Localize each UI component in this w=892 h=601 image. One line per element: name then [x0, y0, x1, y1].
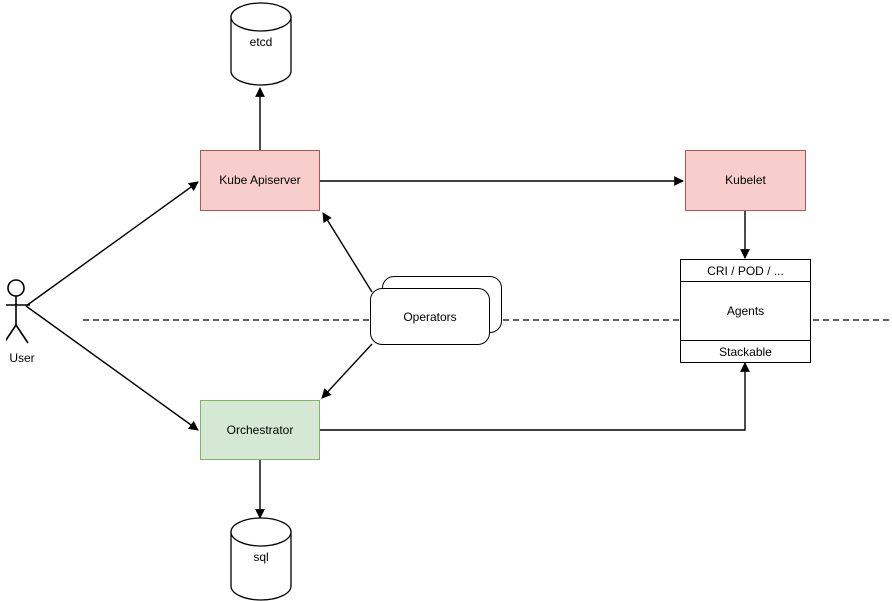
node-sql: sql — [230, 517, 292, 601]
agents-main-row: Agents — [681, 282, 810, 340]
node-kube-apiserver[interactable]: Kube Apiserver — [200, 150, 320, 211]
node-etcd-label: etcd — [249, 35, 273, 49]
edge-user-to-orchestrator — [25, 305, 199, 431]
node-sql-label: sql — [253, 550, 269, 564]
cylinder-shape — [230, 2, 292, 86]
edge-operators-to-apiserver — [322, 212, 373, 293]
node-kubelet-label: Kubelet — [725, 173, 766, 187]
agents-stackable-row: Stackable — [681, 340, 810, 362]
node-operators[interactable]: Operators — [370, 276, 504, 347]
edge-orchestrator-to-agents — [320, 362, 750, 431]
agents-main-label: Agents — [726, 304, 765, 318]
node-kubelet[interactable]: Kubelet — [685, 150, 806, 211]
actor-user: User — [2, 279, 46, 365]
agents-cri-pod-row: CRI / POD / ... — [681, 260, 810, 282]
edge-user-to-apiserver — [25, 181, 199, 307]
node-operators-label: Operators — [403, 309, 457, 324]
node-orchestrator[interactable]: Orchestrator — [200, 400, 320, 460]
node-etcd: etcd — [230, 2, 292, 86]
cylinder-shape — [230, 517, 292, 601]
edge-operators-to-orchestrator — [321, 343, 373, 399]
operators-front-card[interactable]: Operators — [370, 288, 490, 345]
node-orchestrator-label: Orchestrator — [226, 422, 294, 437]
node-agents[interactable]: CRI / POD / ... Agents Stackable — [680, 259, 811, 363]
agents-stackable-label: Stackable — [719, 344, 772, 359]
actor-user-label: User — [9, 351, 35, 365]
user-icon — [2, 279, 30, 344]
node-kube-apiserver-label: Kube Apiserver — [219, 173, 301, 187]
agents-cri-pod-label: CRI / POD / ... — [707, 263, 784, 278]
